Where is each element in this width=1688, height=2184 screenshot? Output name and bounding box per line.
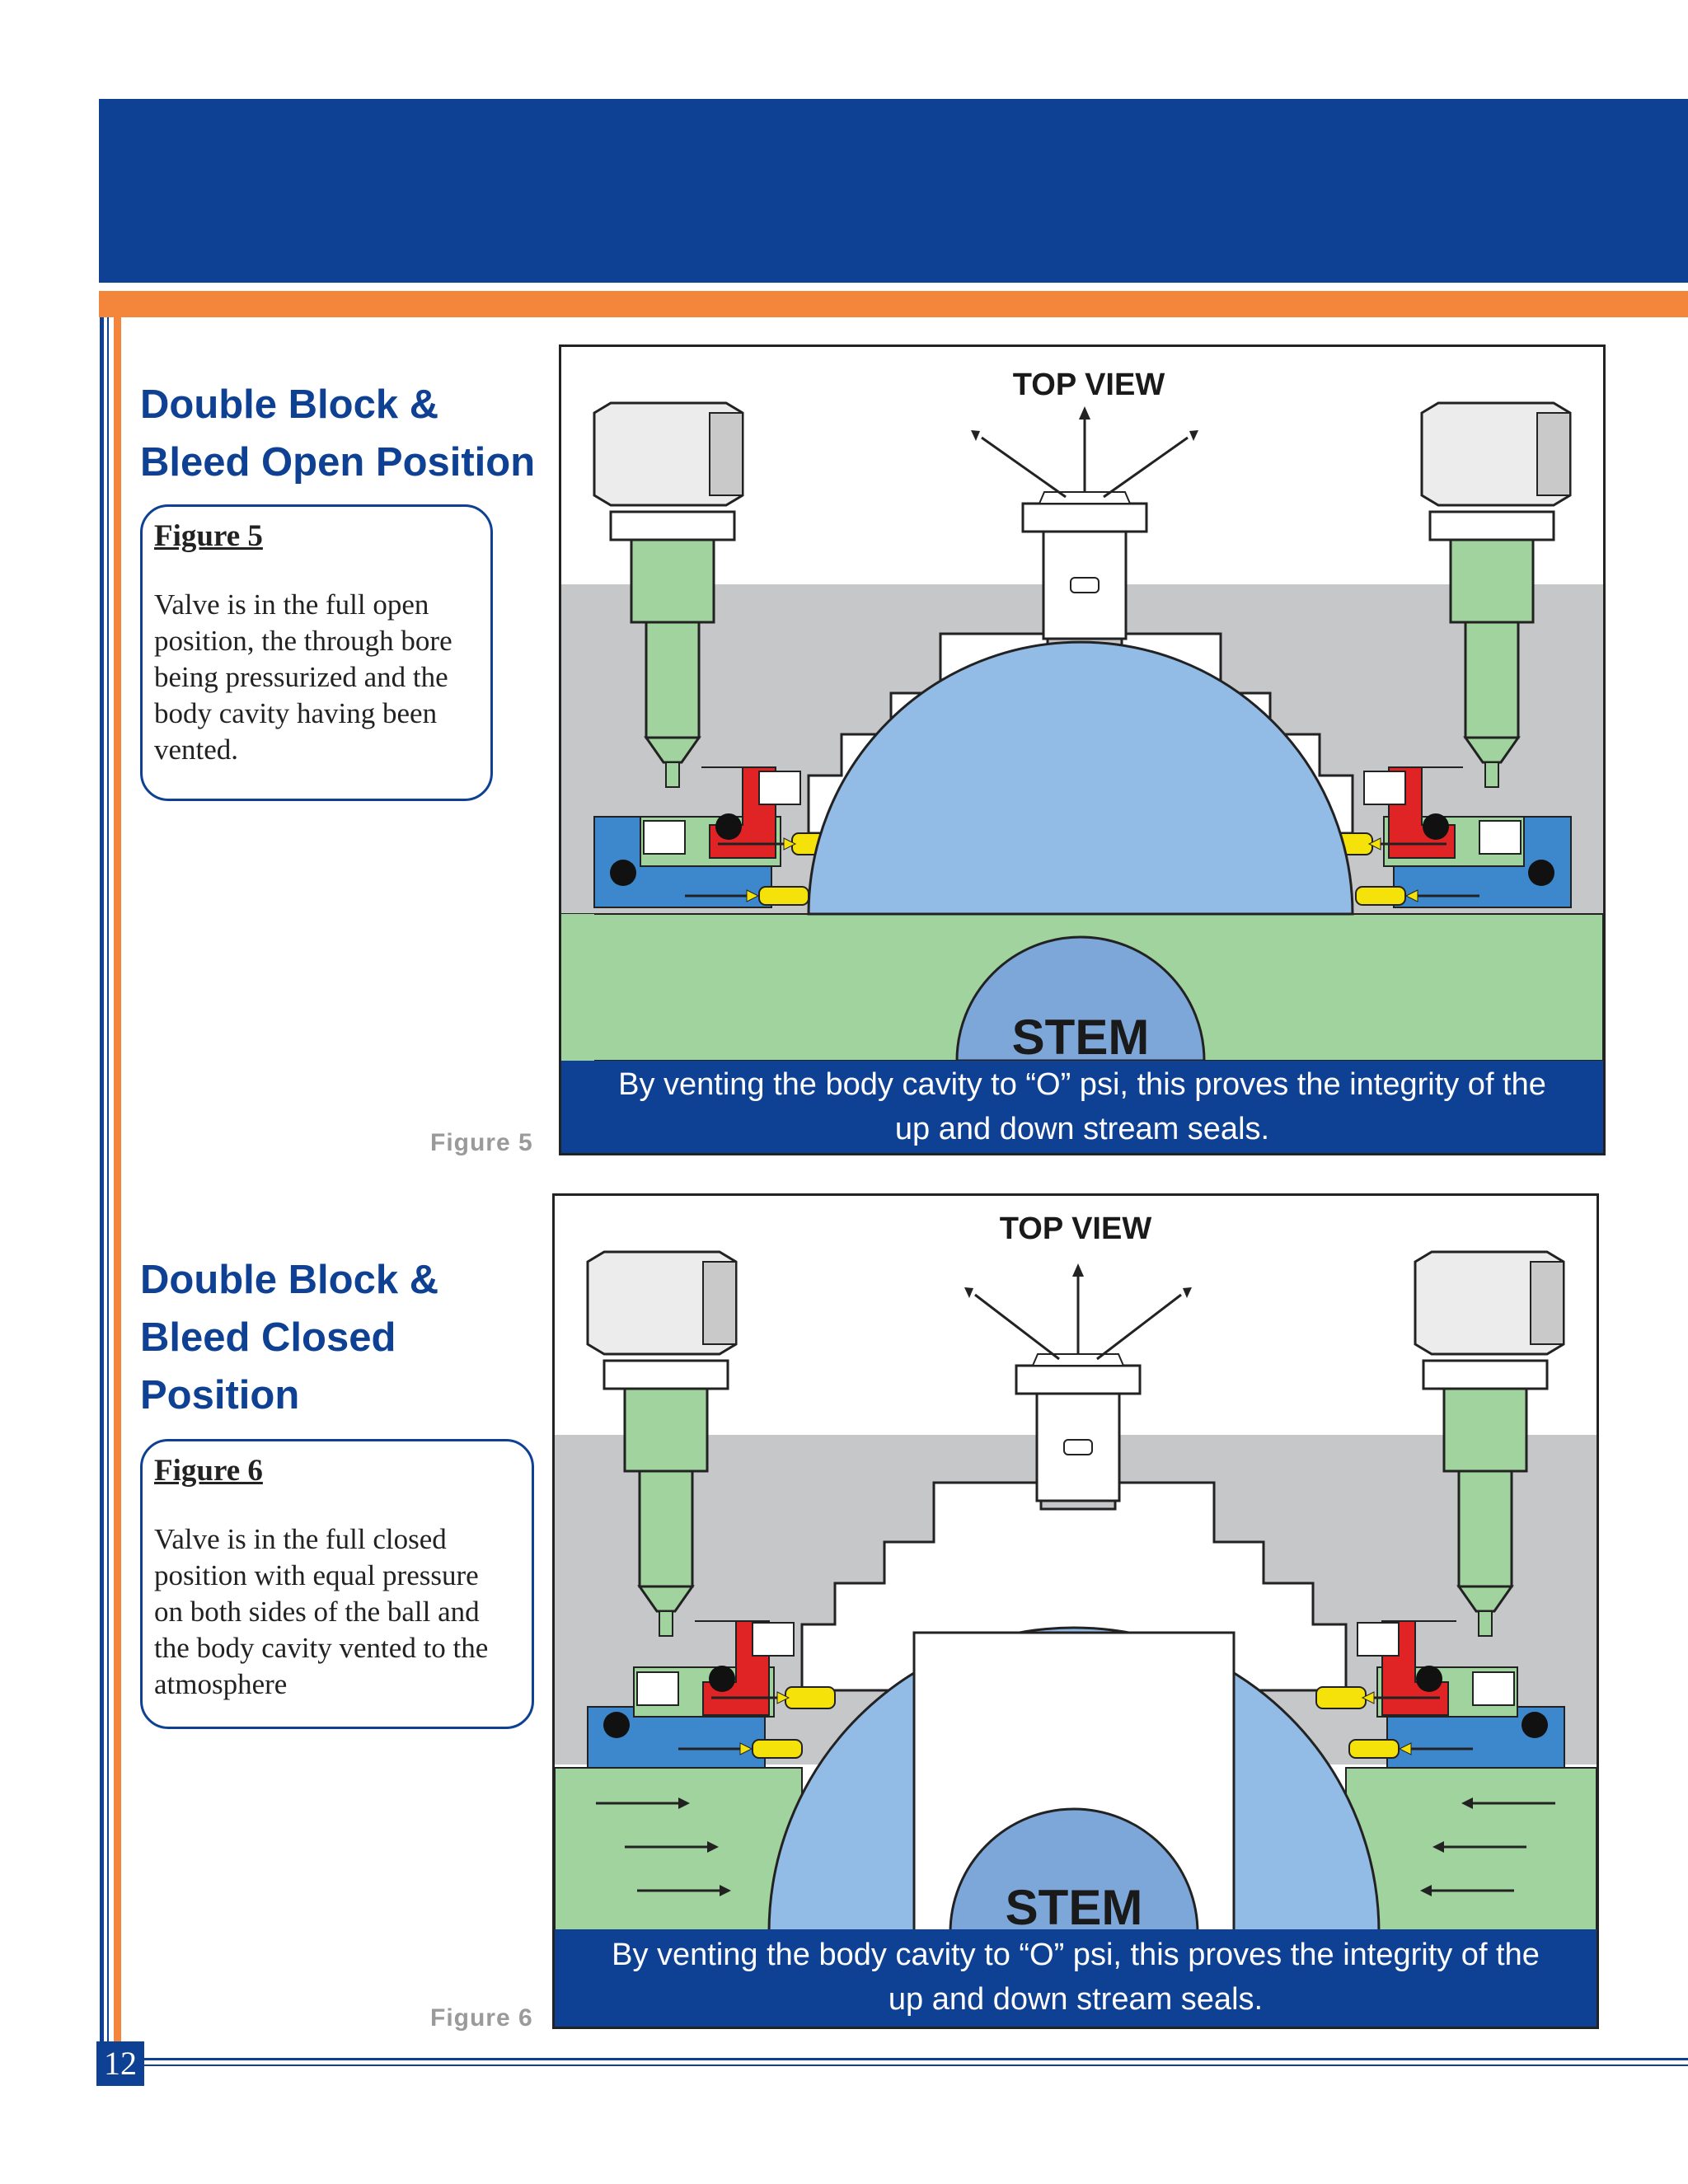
header-band	[99, 99, 1688, 283]
callout-line: atmosphere	[154, 1666, 520, 1703]
left-rule-blue	[100, 317, 104, 2064]
callout-line: position with equal pressure	[154, 1558, 520, 1594]
section2-callout-title: Figure 6	[154, 1453, 520, 1488]
section2-title-line1: Double Block &	[140, 1251, 438, 1309]
top-view-label: TOP VIEW	[1000, 1212, 1152, 1246]
section2-callout: Figure 6 Valve is in the full closed pos…	[140, 1439, 534, 1729]
callout-line: Valve is in the full open	[154, 587, 479, 623]
stem-label: STEM	[1006, 1880, 1143, 1935]
valve-open-illustration: STEM TOP VIEW	[561, 347, 1603, 1153]
top-view-label: TOP VIEW	[1013, 368, 1165, 402]
section2-figure-label: Figure 6	[430, 2004, 533, 2032]
section2-valve-diagram: STEM	[552, 1193, 1599, 2029]
section1-callout-title: Figure 5	[154, 518, 479, 554]
section2-caption: By venting the body cavity to “O” psi, t…	[555, 1929, 1597, 2027]
callout-line: on both sides of the ball and	[154, 1594, 520, 1630]
section1-title: Double Block & Bleed Open Position	[140, 376, 535, 491]
caption-line2: up and down stream seals.	[561, 1107, 1603, 1151]
callout-line: position, the through bore	[154, 623, 479, 659]
stem-label: STEM	[1012, 1010, 1150, 1065]
left-rule-orange	[114, 317, 121, 2064]
section1-title-line2: Bleed Open Position	[140, 434, 535, 491]
footer-rule-thin	[144, 2064, 1688, 2066]
valve-closed-illustration: STEM	[555, 1196, 1597, 2027]
caption-line1: By venting the body cavity to “O” psi, t…	[555, 1933, 1597, 1977]
caption-line1: By venting the body cavity to “O” psi, t…	[561, 1062, 1603, 1107]
section1-callout-body: Valve is in the full open position, the …	[154, 587, 479, 768]
section2-title: Double Block & Bleed Closed Position	[140, 1251, 438, 1424]
caption-line2: up and down stream seals.	[555, 1977, 1597, 2022]
section1-title-line1: Double Block &	[140, 376, 535, 434]
left-rule-blue-thin	[107, 317, 109, 2064]
header-accent-band	[99, 291, 1688, 317]
section1-callout: Figure 5 Valve is in the full open posit…	[140, 504, 493, 801]
footer-rule	[144, 2058, 1688, 2060]
section2-callout-body: Valve is in the full closed position wit…	[154, 1521, 520, 1703]
callout-line: body cavity having been	[154, 696, 479, 732]
callout-line: vented.	[154, 732, 479, 768]
section2-title-line3: Position	[140, 1366, 438, 1424]
page-number: 12	[96, 2041, 144, 2086]
callout-line: being pressurized and the	[154, 659, 479, 696]
callout-line: the body cavity vented to the	[154, 1630, 520, 1666]
section1-figure-label: Figure 5	[430, 1129, 533, 1157]
section1-valve-diagram: STEM TOP VIEW By venting the body cavity…	[559, 344, 1606, 1155]
section1-caption: By venting the body cavity to “O” psi, t…	[561, 1061, 1603, 1153]
section2-title-line2: Bleed Closed	[140, 1309, 438, 1366]
callout-line: Valve is in the full closed	[154, 1521, 520, 1558]
